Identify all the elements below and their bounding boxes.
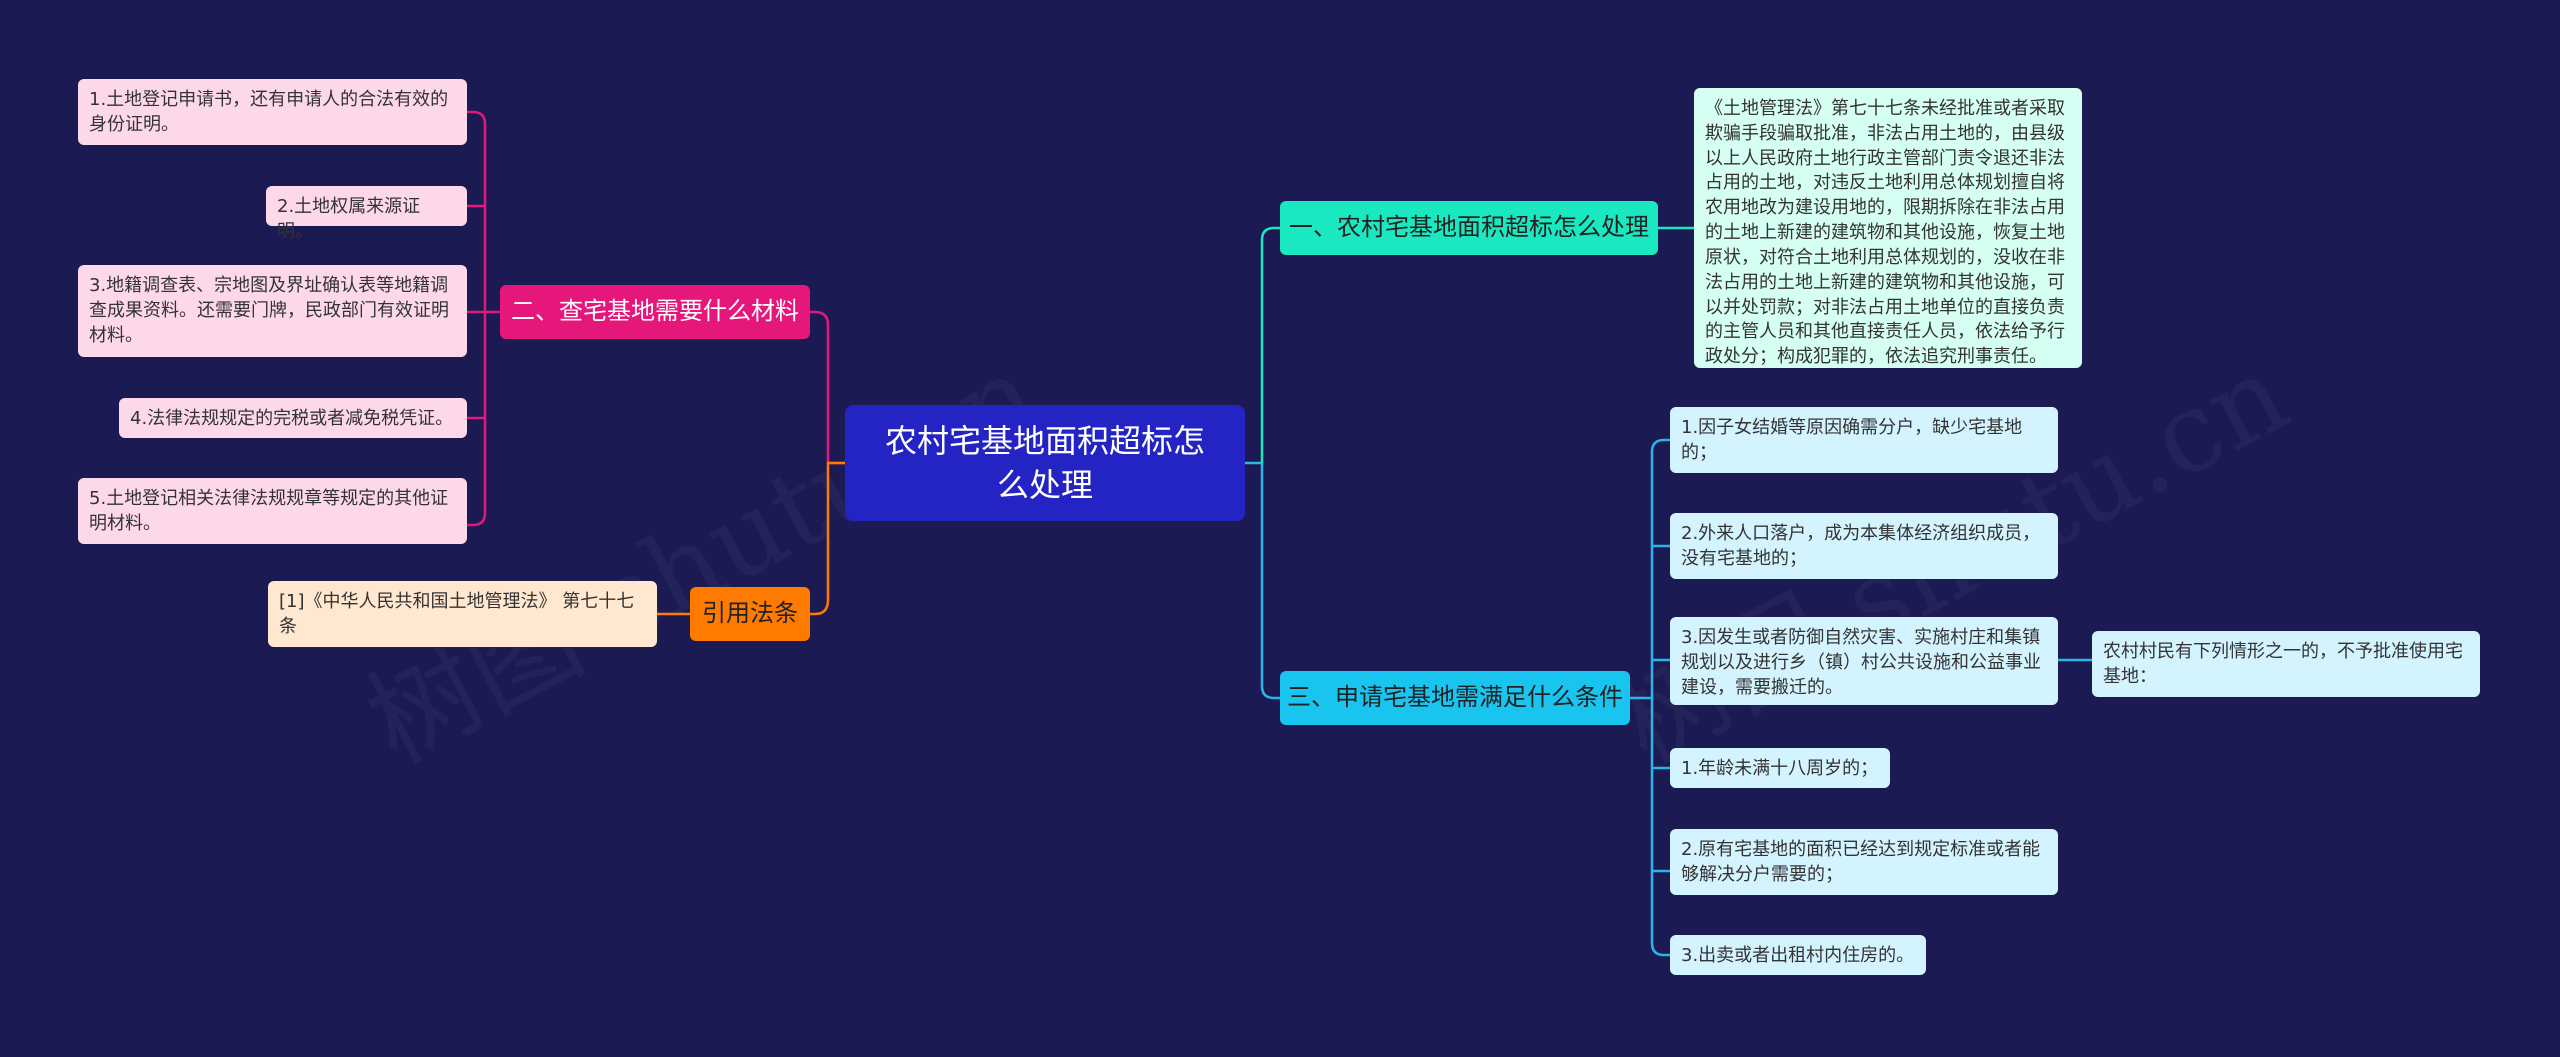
- leaf-conditions-1[interactable]: 1.因子女结婚等原因确需分户，缺少宅基地的；: [1670, 407, 2058, 473]
- leaf-conditions-3-note[interactable]: 农村村民有下列情形之一的，不予批准使用宅基地：: [2092, 631, 2480, 697]
- leaf-materials-4[interactable]: 4.法律法规规定的完税或者减免税凭证。: [119, 398, 467, 438]
- leaf-law-1[interactable]: [1]《中华人民共和国土地管理法》 第七十七条: [268, 581, 657, 647]
- branch-conditions[interactable]: 三、申请宅基地需满足什么条件: [1280, 671, 1630, 725]
- leaf-materials-1[interactable]: 1.土地登记申请书，还有申请人的合法有效的身份证明。: [78, 79, 467, 145]
- leaf-conditions-3[interactable]: 3.因发生或者防御自然灾害、实施村庄和集镇规划以及进行乡（镇）村公共设施和公益事…: [1670, 617, 2058, 705]
- branch-law[interactable]: 引用法条: [690, 587, 810, 641]
- leaf-conditions-5[interactable]: 2.原有宅基地的面积已经达到规定标准或者能够解决分户需要的；: [1670, 829, 2058, 895]
- leaf-materials-3[interactable]: 3.地籍调查表、宗地图及界址确认表等地籍调查成果资料。还需要门牌，民政部门有效证…: [78, 265, 467, 357]
- leaf-conditions-2[interactable]: 2.外来人口落户，成为本集体经济组织成员，没有宅基地的；: [1670, 513, 2058, 579]
- leaf-materials-2[interactable]: 2.土地权属来源证明。: [266, 186, 467, 242]
- leaf-materials-5[interactable]: 5.土地登记相关法律法规规章等规定的其他证明材料。: [78, 478, 467, 544]
- leaf-conditions-4[interactable]: 1.年龄未满十八周岁的；: [1670, 748, 1890, 788]
- branch-handling[interactable]: 一、农村宅基地面积超标怎么处理: [1280, 201, 1658, 255]
- branch-materials[interactable]: 二、查宅基地需要什么材料: [500, 285, 810, 339]
- leaf-handling-1[interactable]: 《土地管理法》第七十七条未经批准或者采取欺骗手段骗取批准，非法占用土地的，由县级…: [1694, 88, 2082, 368]
- leaf-conditions-6[interactable]: 3.出卖或者出租村内住房的。: [1670, 935, 1926, 975]
- root-topic[interactable]: 农村宅基地面积超标怎么处理: [845, 405, 1245, 521]
